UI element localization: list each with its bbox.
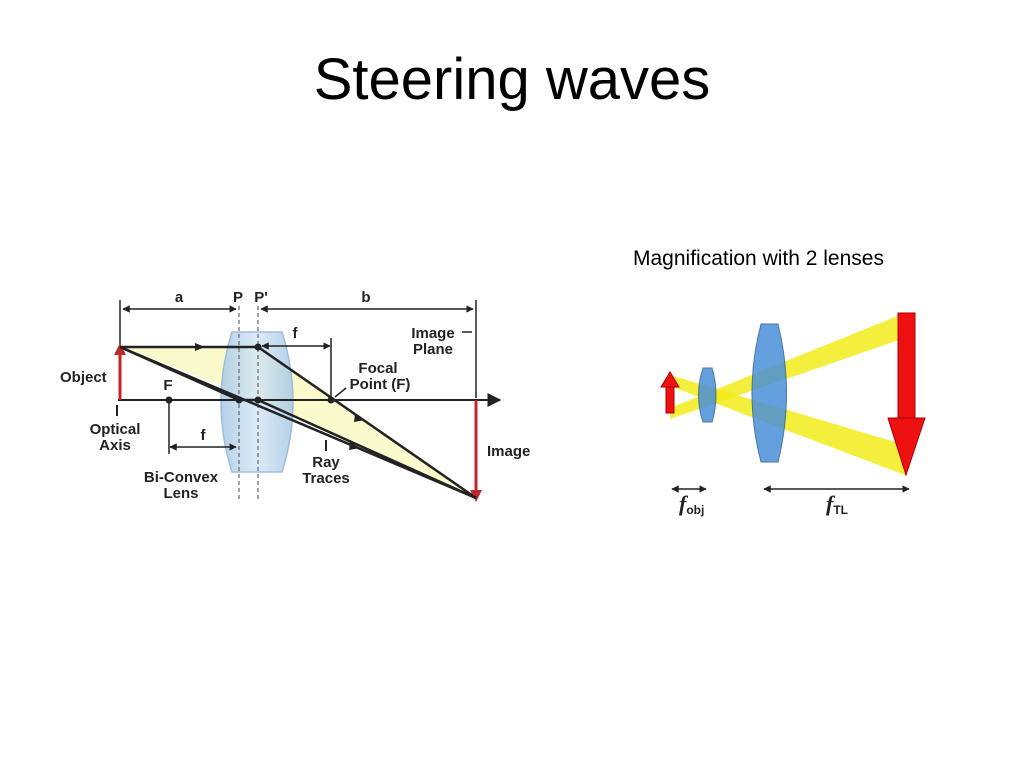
label-lens-2: Lens — [163, 485, 198, 502]
image-arrow-large — [897, 312, 916, 419]
label-object: Object — [60, 369, 107, 386]
image-arrow-large-head — [887, 417, 926, 477]
label-image-plane-1: Image — [411, 325, 454, 342]
object-arrow-small-head — [660, 371, 680, 388]
object-arrow-head — [114, 343, 126, 355]
two-lens-magnification-diagram: fobj fTL — [660, 312, 926, 517]
focal-point-leader — [334, 387, 347, 398]
objective-lens — [698, 367, 717, 423]
tube-lens — [751, 323, 787, 463]
label-focal-point-2: Point (F) — [350, 376, 411, 393]
focal-point-right-dot — [327, 396, 335, 404]
magnification-caption: Magnification with 2 lenses — [633, 247, 884, 270]
label-optical-axis-2: Axis — [99, 437, 131, 454]
label-optical-axis-1: Optical — [90, 421, 141, 438]
ray-arrow-3 — [354, 414, 365, 422]
focal-point-f-dot — [165, 396, 173, 404]
ray-arrow-2 — [349, 442, 360, 450]
biconvex-lens-diagram: a P P' b f F f Object Optical Axis Bi-Co… — [60, 289, 530, 502]
label-ray-traces-1: Ray — [312, 454, 340, 471]
beam-top-to-bottom — [670, 375, 905, 475]
label-b: b — [361, 289, 370, 306]
top-ray-dot — [254, 343, 262, 351]
beam-bottom-to-top — [670, 313, 905, 419]
label-a: a — [175, 289, 184, 306]
label-p-prime: P' — [254, 289, 268, 306]
label-focal-point-1: Focal — [358, 360, 397, 377]
label-lens-1: Bi-Convex — [144, 469, 219, 486]
principal-point-p-prime-dot — [254, 396, 262, 404]
label-f-obj: fobj — [679, 491, 704, 517]
principal-point-p-dot — [235, 396, 243, 404]
ray-arrow-1 — [195, 343, 205, 351]
label-f-point: F — [163, 377, 172, 394]
label-image-plane-2: Plane — [413, 341, 453, 358]
label-ray-traces-2: Traces — [302, 470, 350, 487]
label-f-top: f — [293, 325, 299, 342]
label-image: Image — [487, 443, 530, 460]
slide-title: Steering waves — [313, 47, 711, 112]
label-p: P — [233, 289, 243, 306]
light-beam-fill — [120, 346, 476, 498]
label-f-bottom: f — [201, 427, 207, 444]
label-f-tl: fTL — [826, 491, 848, 517]
object-arrow-small — [665, 384, 675, 414]
image-arrow-head — [470, 490, 482, 502]
